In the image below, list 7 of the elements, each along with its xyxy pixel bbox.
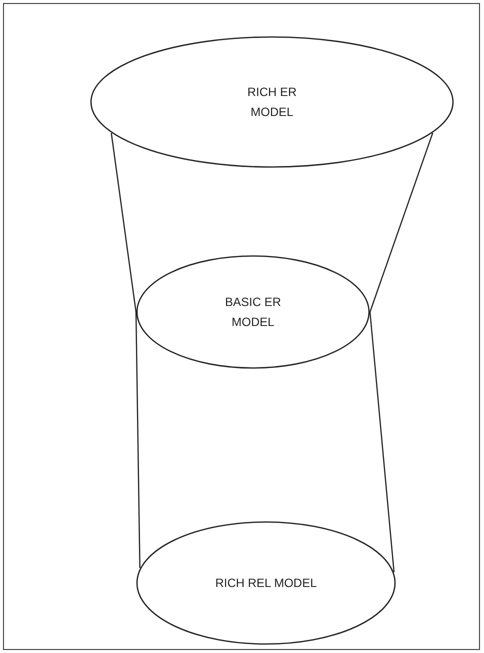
node-label: RICH REL MODEL bbox=[214, 575, 318, 592]
connector-line bbox=[369, 132, 434, 312]
connector-line bbox=[369, 312, 395, 572]
node-label: BASIC ER MODEL bbox=[224, 294, 282, 331]
connector-line bbox=[110, 132, 137, 312]
connector-line bbox=[135, 312, 140, 568]
node-label: RICH ER MODEL bbox=[246, 84, 298, 121]
